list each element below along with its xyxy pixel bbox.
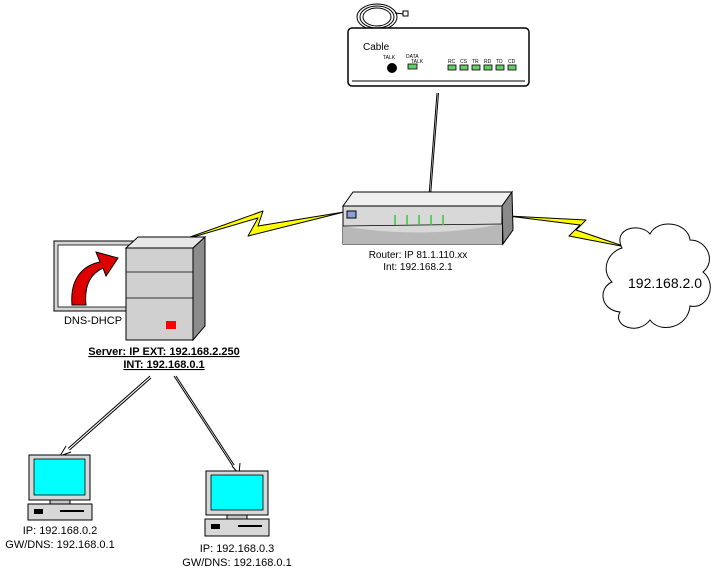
client-computer-icon xyxy=(204,470,270,537)
modem-led xyxy=(459,64,469,71)
router-int-label: Int: 192.168.2.1 xyxy=(383,262,453,273)
router-cloud-lightning xyxy=(507,215,627,248)
modem-led xyxy=(483,64,493,71)
cloud-network-label: 192.168.2.0 xyxy=(628,275,702,291)
modem-led-label: CS xyxy=(460,59,468,65)
client-computer-icon xyxy=(27,454,93,521)
modem-led-label: RC xyxy=(448,59,456,65)
server-int-ip-label: INT: 192.168.0.1 xyxy=(123,359,204,371)
router-icon xyxy=(342,190,514,246)
modem-led xyxy=(507,64,517,71)
network-cloud-icon xyxy=(602,223,711,329)
modem-data-led xyxy=(407,63,418,70)
dns-dhcp-app xyxy=(53,240,139,312)
modem-led-label: CD xyxy=(508,59,516,65)
modem-led xyxy=(447,64,457,71)
server-client2-link xyxy=(173,375,241,476)
modem-led-label: TR xyxy=(472,59,479,65)
modem-router-link xyxy=(424,92,439,203)
modem-status-leds: RC CS TR RD TD CD xyxy=(447,59,517,71)
router-power-indicator xyxy=(346,210,357,219)
client1-gw-label: GW/DNS: 192.168.0.1 xyxy=(5,539,114,551)
server-tower-icon xyxy=(124,235,207,342)
client2-gw-label: GW/DNS: 192.168.0.1 xyxy=(182,557,291,569)
client1-ip-label: IP: 192.168.0.2 xyxy=(23,525,98,537)
modem-title: Cable xyxy=(363,42,390,53)
client2-ip-label: IP: 192.168.0.3 xyxy=(200,543,275,555)
modem-led xyxy=(471,64,481,71)
modem-talk2-label: TALK xyxy=(411,59,424,65)
modem-talk-button xyxy=(387,63,397,73)
shortcut-arrow-icon xyxy=(71,251,119,306)
modem-led-label: TD xyxy=(496,59,503,65)
modem-talk-label: TALK xyxy=(383,55,396,61)
dns-dhcp-label: DNS-DHCP xyxy=(64,315,122,327)
server-status-indicator xyxy=(166,321,176,329)
coiled-cable-icon xyxy=(356,3,409,31)
server-client1-link xyxy=(58,375,152,457)
router-ip-label: Router: IP 81.1.110.xx xyxy=(369,250,468,261)
modem-led xyxy=(495,64,505,71)
modem-led-label: RD xyxy=(484,59,492,65)
cable-modem: Cable TALK DATA TALK RC CS TR RD TD CD xyxy=(347,3,530,87)
modem-data-label: DATA xyxy=(406,54,419,60)
server-ext-ip-label: Server: IP EXT: 192.168.2.250 xyxy=(88,346,239,358)
